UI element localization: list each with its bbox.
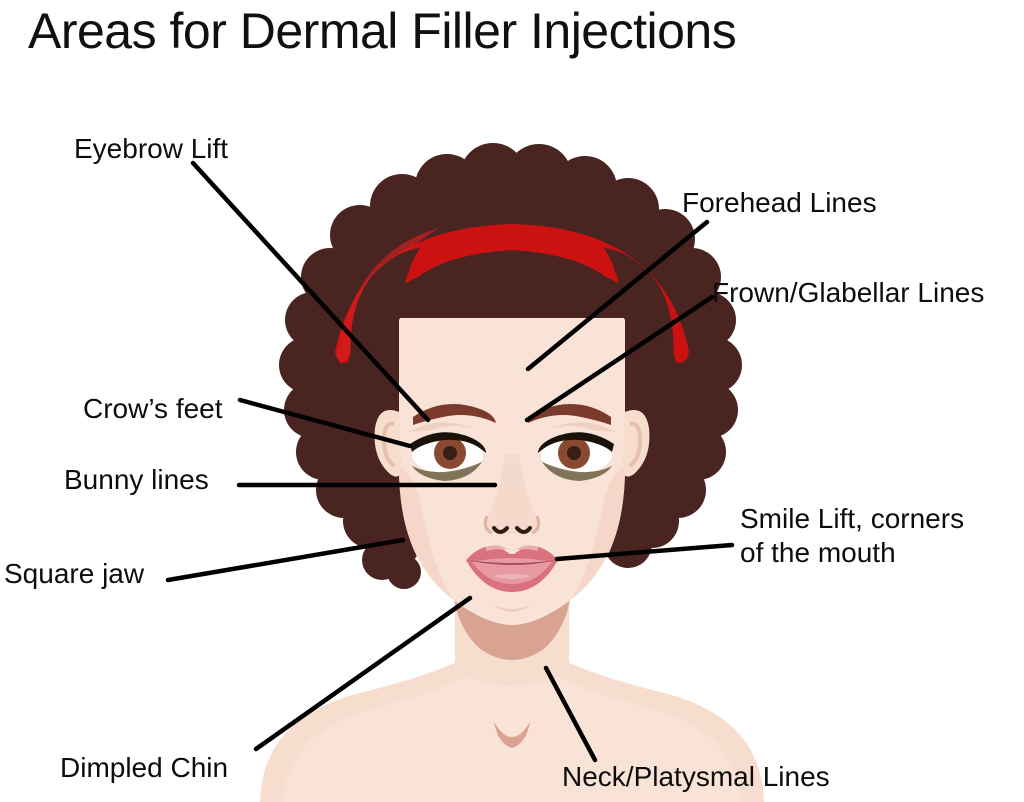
leader-square-jaw [165, 537, 406, 583]
leader-dimpled-chin [253, 595, 473, 752]
leader-neck-lines [543, 665, 598, 763]
eyes [408, 422, 616, 481]
label-smile-lift-line2: of the mouth [740, 537, 896, 569]
label-bunny-lines[interactable]: Bunny lines [64, 464, 209, 495]
eye-left [410, 432, 486, 481]
nostril-right [515, 526, 532, 534]
eye-right [538, 432, 614, 481]
label-smile-lift[interactable]: Smile Lift, corners of the mouth [740, 502, 1010, 570]
label-eyebrow-lift[interactable]: Eyebrow Lift [74, 133, 229, 164]
label-neck-platysmal-lines[interactable]: Neck/Platysmal Lines [562, 761, 830, 792]
leader-forehead-lines [525, 219, 710, 372]
label-square-jaw[interactable]: Square jaw [4, 558, 145, 589]
eyebrows [413, 404, 611, 425]
label-forehead-lines[interactable]: Forehead Lines [682, 187, 877, 218]
label-frown-glabellar-lines[interactable]: Frown/Glabellar Lines [712, 277, 985, 308]
hair-front [303, 186, 721, 420]
shoulders [260, 655, 764, 802]
leader-frown-lines [524, 294, 715, 423]
eyebrow-right [528, 404, 611, 425]
leader-eyebrow-lift [190, 160, 431, 423]
leader-crows-feet [237, 397, 413, 449]
ear-left [374, 410, 402, 477]
label-crows-feet[interactable]: Crow’s feet [83, 393, 223, 424]
eyebrow-left [413, 404, 496, 425]
nose [483, 455, 541, 535]
leader-smile-lift [554, 542, 735, 562]
nostril-left [492, 526, 509, 534]
label-smile-lift-line1: Smile Lift, corners [740, 503, 965, 534]
collarbone-notch [494, 722, 530, 748]
chin-dimple [492, 604, 532, 612]
ear-right [622, 410, 650, 477]
label-dimpled-chin[interactable]: Dimpled Chin [60, 752, 229, 783]
page-title: Areas for Dermal Filler Injections [28, 3, 737, 59]
lips [466, 545, 558, 592]
